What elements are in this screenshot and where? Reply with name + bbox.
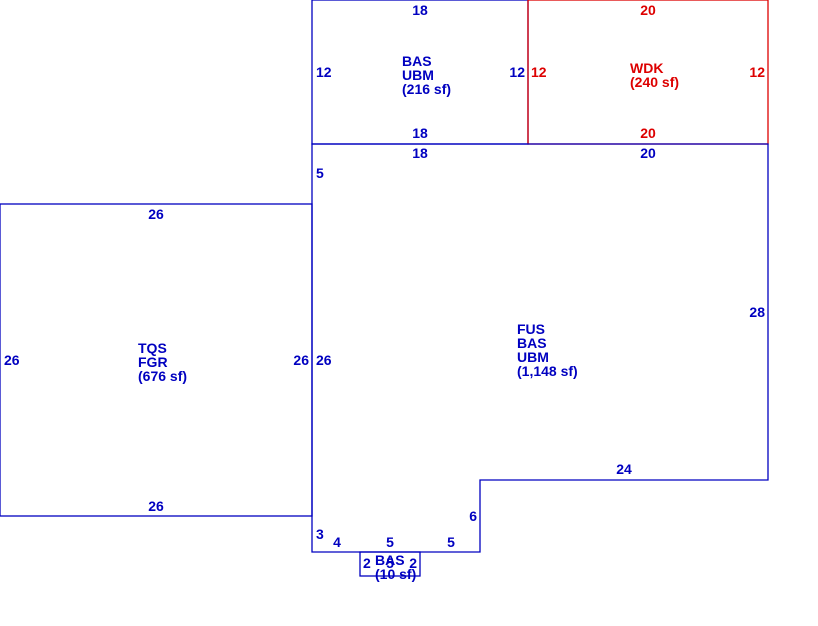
dimension-label: 12 (749, 64, 765, 80)
dimension-label: 26 (148, 498, 164, 514)
dimension-label: 4 (333, 534, 341, 550)
area-size: (1,148 sf) (517, 363, 578, 379)
dimension-label: 26 (293, 352, 309, 368)
area-code: UBM (402, 67, 434, 83)
dimension-label: 20 (640, 145, 656, 161)
dimension-label: 18 (412, 145, 428, 161)
dimension-label: 5 (316, 165, 324, 181)
dimension-label: 5 (386, 534, 394, 550)
area-code: TQS (138, 340, 167, 356)
dimension-label: 2 (409, 555, 417, 571)
fus-bas-ubm-outline (311, 143, 769, 553)
dimension-label: 6 (469, 508, 477, 524)
area-code: BAS (402, 53, 432, 69)
area-code: FUS (517, 321, 545, 337)
dimension-label: 2 (363, 555, 371, 571)
dimension-label: 26 (4, 352, 20, 368)
dimension-label: 5 (447, 534, 455, 550)
dimension-label: 28 (749, 304, 765, 320)
dimension-label: 12 (316, 64, 332, 80)
dimension-label: 20 (640, 2, 656, 18)
area-code: WDK (630, 60, 663, 76)
dimension-label: 5 (386, 555, 394, 571)
dimension-label: 18 (412, 125, 428, 141)
area-size: (676 sf) (138, 368, 187, 384)
dimension-label: 26 (316, 352, 332, 368)
dimension-label: 26 (148, 206, 164, 222)
area-size: (240 sf) (630, 74, 679, 90)
dimension-label: 12 (531, 64, 547, 80)
area-size: (10 sf) (375, 566, 416, 582)
bas-small-outline (359, 551, 421, 577)
area-code: BAS (375, 552, 405, 568)
dimension-label: 3 (316, 526, 324, 542)
area-code: BAS (517, 335, 547, 351)
dimension-label: 18 (412, 2, 428, 18)
area-size: (216 sf) (402, 81, 451, 97)
area-code: UBM (517, 349, 549, 365)
area-code: FGR (138, 354, 168, 370)
dimension-label: 20 (640, 125, 656, 141)
dimension-label: 12 (509, 64, 525, 80)
dimension-label: 24 (616, 461, 632, 477)
